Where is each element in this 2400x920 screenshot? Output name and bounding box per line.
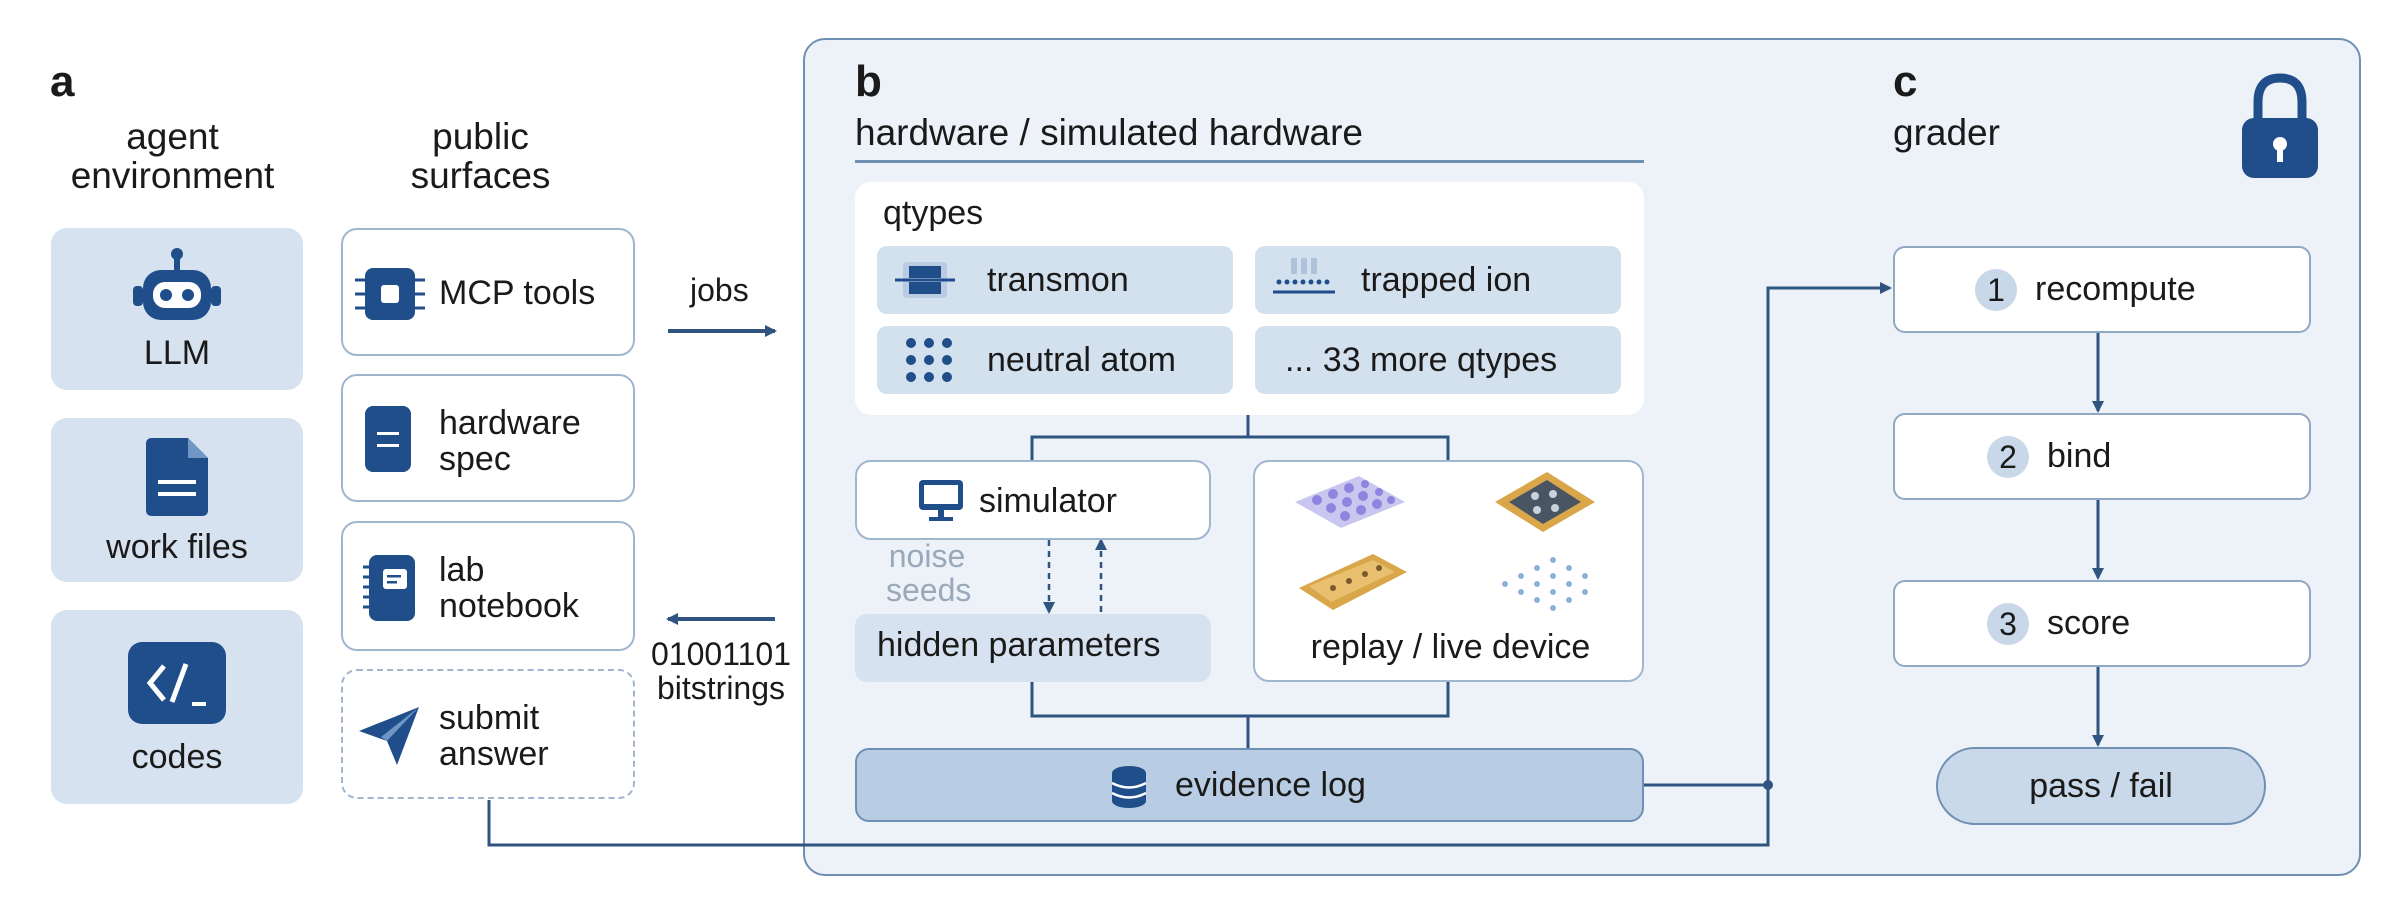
pass-fail-box: pass / fail [1936, 747, 2266, 825]
bitstrings-label: 01001101 bitstrings [651, 636, 791, 706]
hidden-parameters-box: hidden parameters [855, 614, 1211, 682]
llm-box: LLM [51, 228, 303, 390]
ion-trap-device-image [1299, 554, 1407, 610]
llm-label: LLM [143, 334, 211, 372]
atom-array-device-image [1502, 557, 1588, 611]
hardware-title: hardware / simulated hardware [855, 112, 1363, 153]
hardware-spec-box: hardware spec [341, 374, 635, 502]
step-1-badge: 1 [1975, 269, 2017, 311]
jobs-label: jobs [690, 272, 749, 308]
qtype-transmon[interactable]: transmon [877, 246, 1233, 314]
replay-live-device-label: replay / live device [1310, 628, 1591, 666]
qtypes-branch-line [1030, 415, 1250, 460]
panel-label-b: b [855, 57, 882, 106]
monitor-icon [919, 480, 963, 521]
document-icon [146, 438, 208, 516]
transmon-icon [895, 262, 955, 298]
qtypes-title: qtypes [883, 194, 984, 232]
panel-label-c: c [1893, 57, 1918, 106]
step-recompute-label: recompute [2035, 270, 2196, 308]
evidence-merge-line [1030, 682, 1450, 718]
code-icon [128, 642, 226, 724]
evidence-log-label: evidence log [1175, 766, 1366, 804]
trapped-ion-icon [1273, 258, 1335, 294]
padlock-icon [2242, 73, 2318, 178]
mcp-tools-label: MCP tools [439, 274, 596, 312]
evidence-to-grader-line [1644, 282, 1892, 787]
step-3-badge: 3 [1987, 603, 2029, 645]
qtype-trapped-ion[interactable]: trapped ion [1255, 246, 1621, 314]
noise-seeds-label: noise seeds [886, 538, 972, 608]
step-score-box: 3 score [1893, 580, 2311, 667]
replay-live-device-box: replay / live device [1253, 460, 1644, 682]
submit-to-grader-line [487, 785, 1770, 847]
step-bind-label: bind [2047, 437, 2112, 475]
grader-title: grader [1893, 112, 2000, 153]
simulator-label: simulator [979, 482, 1117, 520]
work-files-box: work files [51, 418, 303, 582]
notebook-icon [363, 555, 415, 621]
mcp-tools-box: MCP tools [341, 228, 635, 356]
step-recompute-box: 1 recompute [1893, 246, 2311, 333]
step-score-label: score [2047, 604, 2131, 642]
submit-answer-box[interactable]: submit answer [341, 669, 635, 799]
paper-plane-icon [359, 707, 419, 765]
public-surfaces-title: public surfaces [410, 116, 551, 196]
database-icon [1111, 766, 1147, 808]
simulator-box: simulator [855, 460, 1211, 540]
hidden-parameters-label: hidden parameters [877, 626, 1161, 664]
pass-fail-label: pass / fail [2029, 767, 2173, 805]
agent-environment-title: agent environment [70, 116, 275, 196]
neutral-atom-icon [906, 338, 952, 382]
spec-icon [365, 406, 411, 472]
lattice-device-image [1295, 476, 1405, 528]
qtype-more[interactable]: ... 33 more qtypes [1255, 326, 1621, 394]
codes-box: codes [51, 610, 303, 804]
step-2-badge: 2 [1987, 436, 2029, 478]
chip-icon [355, 268, 425, 320]
qtypes-box: qtypes transmon trapped ion neutral atom… [855, 182, 1644, 415]
codes-label: codes [131, 738, 223, 776]
evidence-log-box: evidence log [855, 748, 1644, 822]
panel-label-a: a [50, 57, 75, 106]
lab-notebook-label: lab notebook [439, 551, 579, 625]
work-files-label: work files [106, 528, 248, 566]
step-bind-box: 2 bind [1893, 413, 2311, 500]
lab-notebook-box: lab notebook [341, 521, 635, 651]
chip-device-image [1495, 472, 1595, 532]
hardware-title-underline [855, 160, 1644, 163]
robot-icon [133, 248, 221, 320]
hardware-spec-label: hardware spec [439, 404, 581, 478]
qtype-neutral-atom[interactable]: neutral atom [877, 326, 1233, 394]
submit-answer-label: submit answer [439, 699, 549, 773]
